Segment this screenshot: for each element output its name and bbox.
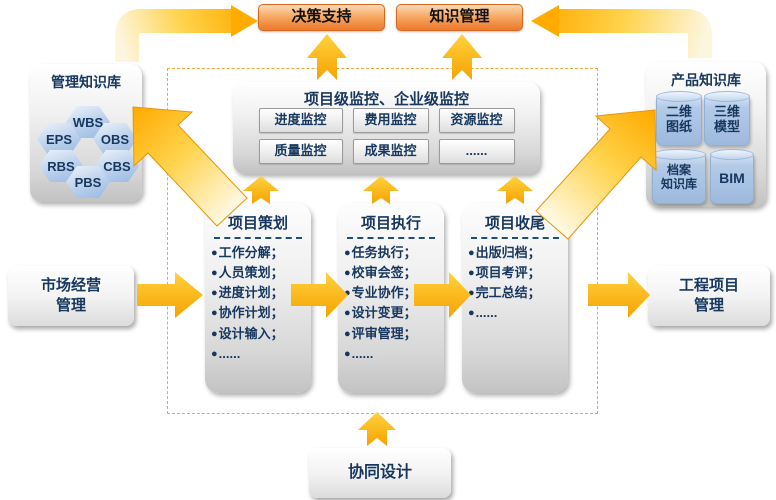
monitoring-button-row: 进度监控 费用监控 资源监控 — [233, 108, 540, 133]
arrowhead-decision — [231, 5, 258, 37]
phase-item-list: 出版归档； 项目考评； 完工总结； ...... — [462, 242, 568, 324]
phase-item: 设计变更； — [344, 303, 442, 323]
engineering-project-label: 管理 — [693, 297, 724, 314]
monitor-button-results: 成果监控 — [352, 139, 429, 164]
hexagon-label: CBS — [103, 158, 131, 174]
product-kb-title: 产品知识库 — [671, 72, 741, 88]
phase-item: 工作分解； — [211, 243, 309, 263]
phase-item: ...... — [344, 344, 442, 364]
phase-title: 项目收尾 — [484, 215, 545, 232]
hexagon-label: WBS — [72, 114, 104, 130]
phase-item: ...... — [468, 303, 566, 323]
knowledge-management-box: 知识管理 — [396, 4, 523, 31]
phase-item: 完工总结； — [468, 283, 566, 303]
store-label-line: 图纸 — [665, 119, 692, 134]
phase-item-list: 任务执行； 校审会签； 专业协作； 设计变更； 评审管理； ...... — [338, 242, 444, 364]
store-label-line: 知识库 — [660, 177, 697, 191]
management-kb-title: 管理知识库 — [51, 74, 121, 90]
phase-item: 人员策划； — [211, 263, 309, 283]
monitor-button-more: ...... — [438, 139, 515, 164]
market-operation-label: 市场经营 — [40, 276, 101, 294]
monitor-button-quality: 质量监控 — [258, 139, 343, 164]
phase-title: 项目策划 — [227, 215, 288, 232]
phase-item-list: 工作分解； 人员策划； 进度计划； 协作计划； 设计输入； ...... — [205, 242, 311, 364]
store-label-line: BIM — [719, 169, 745, 186]
store-label-line: 三维 — [713, 104, 740, 120]
arrow-productkb-to-knowledge — [559, 9, 712, 58]
phase-item: 评审管理； — [344, 324, 442, 344]
phase-item: 专业协作； — [344, 283, 442, 303]
monitor-button-progress: 进度监控 — [258, 108, 343, 133]
phase-item: 进度计划； — [211, 283, 309, 303]
collaborative-design-label: 协同设计 — [347, 464, 412, 482]
store-3d-models: 三维 模型 — [704, 91, 750, 146]
phase-item: 项目考评； — [468, 263, 566, 283]
phase-item: 校审会签； — [344, 263, 442, 283]
phase-item: ...... — [211, 344, 309, 364]
divider — [471, 237, 559, 239]
store-bim: BIM — [710, 149, 754, 204]
divider — [347, 237, 435, 239]
monitor-button-cost: 费用监控 — [352, 108, 429, 133]
market-operation-box: 市场经营 管理 — [8, 266, 134, 326]
phase-item: 出版归档； — [468, 243, 566, 263]
hexagon-label: EPS — [45, 131, 72, 147]
phase-item: 协作计划； — [211, 303, 309, 323]
divider — [214, 237, 302, 239]
monitoring-button-row: 质量监控 成果监控 ...... — [233, 139, 540, 164]
monitoring-title: 项目级监控、企业级监控 — [303, 91, 469, 108]
phase-panel-closing: 项目收尾 出版归档； 项目考评； 完工总结； ...... — [462, 203, 568, 393]
collaborative-design-box: 协同设计 — [309, 448, 451, 498]
decision-support-box: 决策支持 — [258, 4, 385, 31]
store-2d-drawings: 二维 图纸 — [656, 91, 702, 146]
phase-title: 项目执行 — [360, 215, 421, 232]
store-label-line: 二维 — [665, 104, 692, 120]
phase-item: 任务执行； — [344, 243, 442, 263]
hexagon-label: PBS — [74, 174, 102, 190]
hexagon-label: OBS — [100, 131, 130, 147]
hexagon-label: RBS — [47, 158, 75, 174]
engineering-project-label: 工程项目 — [678, 276, 739, 294]
knowledge-management-label: 知识管理 — [429, 8, 490, 25]
decision-support-label: 决策支持 — [291, 8, 352, 25]
store-archive-kb: 档案 知识库 — [652, 149, 706, 204]
phase-item: 设计输入； — [211, 324, 309, 344]
phase-panel-planning: 项目策划 工作分解； 人员策划； 进度计划； 协作计划； 设计输入； .....… — [205, 203, 311, 393]
phase-panel-execution: 项目执行 任务执行； 校审会签； 专业协作； 设计变更； 评审管理； .....… — [338, 203, 444, 393]
store-label-line: 档案 — [666, 163, 691, 178]
monitor-button-resource: 资源监控 — [438, 108, 515, 133]
arrow-collab-to-process — [358, 412, 396, 446]
market-operation-label: 管理 — [55, 297, 86, 314]
engineering-project-box: 工程项目 管理 — [648, 266, 770, 326]
arrow-mgmtkb-to-decision — [115, 9, 231, 62]
arrowhead-knowledge — [531, 5, 559, 37]
store-label-line: 模型 — [713, 119, 740, 134]
